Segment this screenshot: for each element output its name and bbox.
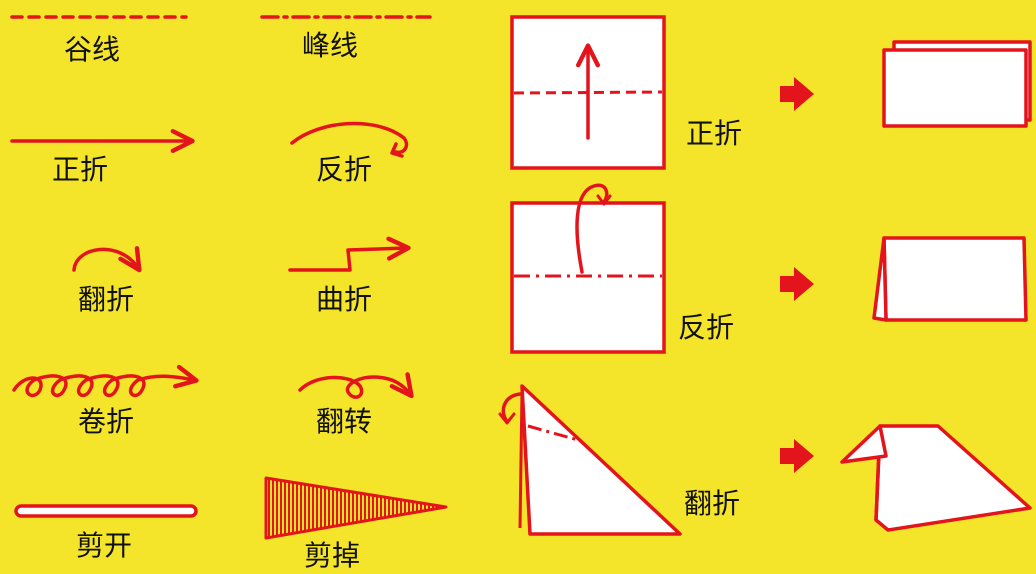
legend-turn-over-label: 翻转 <box>316 405 373 438</box>
result-fold-over <box>840 424 1032 532</box>
result-arrow-2 <box>780 267 814 301</box>
legend-fold-over-label: 翻折 <box>78 283 135 316</box>
result-forward <box>882 40 1032 128</box>
example-forward <box>510 15 666 170</box>
turn-over-arrow <box>298 372 414 399</box>
legend-fold-forward-label: 正折 <box>52 153 109 186</box>
example-backward-label: 反折 <box>678 311 735 344</box>
legend-cut-label: 剪开 <box>76 529 133 562</box>
fold-backward-arrowhead <box>390 142 404 158</box>
example-fold-over <box>498 384 682 536</box>
legend-fold-backward-label: 反折 <box>316 153 373 186</box>
legend-valley-fold-label: 谷线 <box>64 33 121 66</box>
example-forward-label: 正折 <box>686 117 743 150</box>
fold-over-arrow <box>72 246 142 273</box>
legend-cut-off-label: 剪掉 <box>304 539 361 572</box>
cut-off-wedge <box>264 476 448 540</box>
result-arrow-3 <box>780 439 814 473</box>
fold-backward-arrow <box>290 121 409 155</box>
result-arrow-1 <box>780 77 814 111</box>
example-backward <box>510 183 666 354</box>
cut-symbol <box>14 504 198 518</box>
pleat-fold-arrow <box>288 236 411 272</box>
roll-fold-arrow <box>12 364 199 398</box>
result-backward <box>872 236 1028 322</box>
legend-roll-fold-label: 卷折 <box>78 405 135 438</box>
legend-mountain-fold-label: 峰线 <box>302 29 359 62</box>
legend-pleat-fold-label: 曲折 <box>316 283 373 316</box>
example-fold-over-label: 翻折 <box>684 487 741 520</box>
